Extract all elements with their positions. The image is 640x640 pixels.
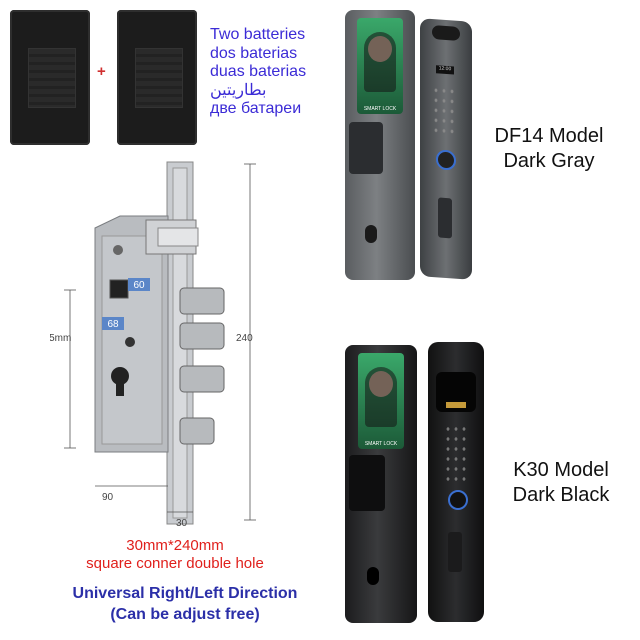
battery-caption-pt: duas baterias xyxy=(210,63,307,80)
fingerprint-icon[interactable] xyxy=(448,490,468,510)
dim-90: 90 xyxy=(102,492,114,503)
dim-30: 30 xyxy=(176,518,188,529)
df14-handle[interactable] xyxy=(349,122,383,174)
dim-60: 60 xyxy=(133,280,145,291)
k30-screen-caption: SMART LOCK xyxy=(364,441,398,447)
k30-screen: SMART LOCK xyxy=(358,353,404,449)
df14-side-panel: 12:00 xyxy=(420,18,472,280)
mortise-lock-diagram: 60 68 175mm 240 90 30 xyxy=(50,161,256,529)
k30-front-panel: SMART LOCK xyxy=(345,345,417,623)
df14-keypad[interactable] xyxy=(432,85,458,139)
adjust-text: (Can be adjust free) xyxy=(110,606,260,623)
k30-keyhole xyxy=(367,567,379,585)
battery-caption-ru: две батареи xyxy=(210,100,302,117)
df14-label: DF14 Model Dark Gray xyxy=(474,124,624,174)
dim-68: 68 xyxy=(107,319,119,330)
dim-240: 240 xyxy=(236,333,253,344)
fingerprint-icon[interactable] xyxy=(436,149,456,171)
df14-screen-caption: SMART LOCK xyxy=(363,106,397,112)
k30-handle[interactable] xyxy=(349,455,385,511)
k30-side-panel xyxy=(428,342,484,622)
df14-model-name: DF14 Model xyxy=(494,125,604,147)
battery-caption: Two batteries dos baterias duas baterias… xyxy=(210,26,306,119)
spec-hole: square conner double hole xyxy=(86,555,264,572)
spec-size: 30mm*240mm xyxy=(126,537,224,554)
df14-keyhole xyxy=(365,225,377,243)
df14-front-panel: SMART LOCK xyxy=(345,10,415,280)
plus-sign: + xyxy=(97,63,106,80)
battery-image-1 xyxy=(10,10,90,145)
k30-model-color: Dark Black xyxy=(512,484,610,506)
battery-image-2 xyxy=(117,10,197,145)
k30-keypad[interactable] xyxy=(444,424,470,482)
k30-model-name: K30 Model xyxy=(513,459,609,481)
battery-caption-ar: بطاريتين xyxy=(210,81,267,99)
battery-caption-en: Two batteries xyxy=(210,26,306,43)
df14-time: 12:00 xyxy=(436,65,454,75)
k30-label: K30 Model Dark Black xyxy=(486,458,636,508)
dim-175: 175mm xyxy=(50,333,71,344)
battery-caption-es: dos baterias xyxy=(210,44,298,62)
df14-model-color: Dark Gray xyxy=(503,150,595,172)
direction-text: Universal Right/Left Direction xyxy=(72,585,298,602)
df14-screen: SMART LOCK xyxy=(357,18,403,114)
deadbolts xyxy=(179,287,225,445)
